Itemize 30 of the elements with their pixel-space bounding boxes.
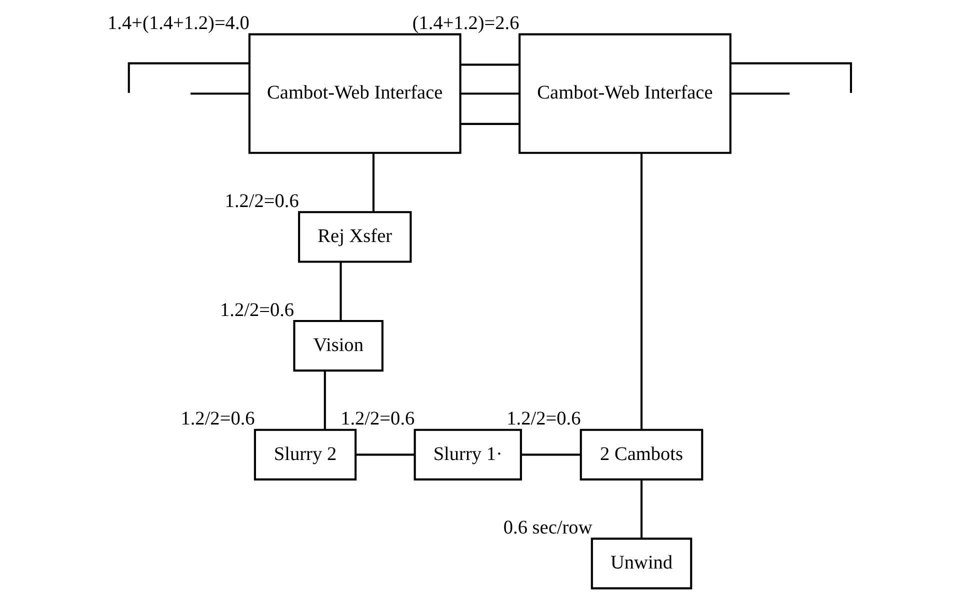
node-label: 1.2/2=0.6 [220,300,294,321]
node-box: Slurry 2 [254,428,357,480]
node-box: Slurry 1· [414,428,522,480]
connector [640,480,643,538]
connector [730,92,790,95]
connector [730,62,852,93]
node-label: 1.2/2=0.6 [180,408,255,430]
connector [190,92,250,95]
node-label: (1.4+1.2)=2.6 [412,13,520,34]
connector [521,454,581,456]
node-box: Vision [293,320,384,372]
connector [460,92,520,95]
node-label: 0.6 sec/row [503,517,592,538]
node-label: 1.4+(1.4+1.2)=4.0 [108,13,250,34]
connector [340,262,342,321]
connector [372,153,375,212]
node-box: 2 Cambots [580,428,704,480]
connector [128,62,250,93]
node-box: Unwind [590,538,692,590]
node-box: Rej Xsfer [298,211,412,263]
node-box: Cambot-Web Interface [248,33,462,154]
node-box: Cambot-Web Interface [518,33,732,154]
node-label: 1.2/2=0.6 [340,408,415,430]
connector [460,122,520,125]
connector [460,64,520,66]
node-label: 1.2/2=0.6 [506,408,581,430]
connector [640,153,643,430]
node-label: 1.2/2=0.6 [224,190,299,212]
connector [356,454,415,456]
connector [324,371,326,430]
